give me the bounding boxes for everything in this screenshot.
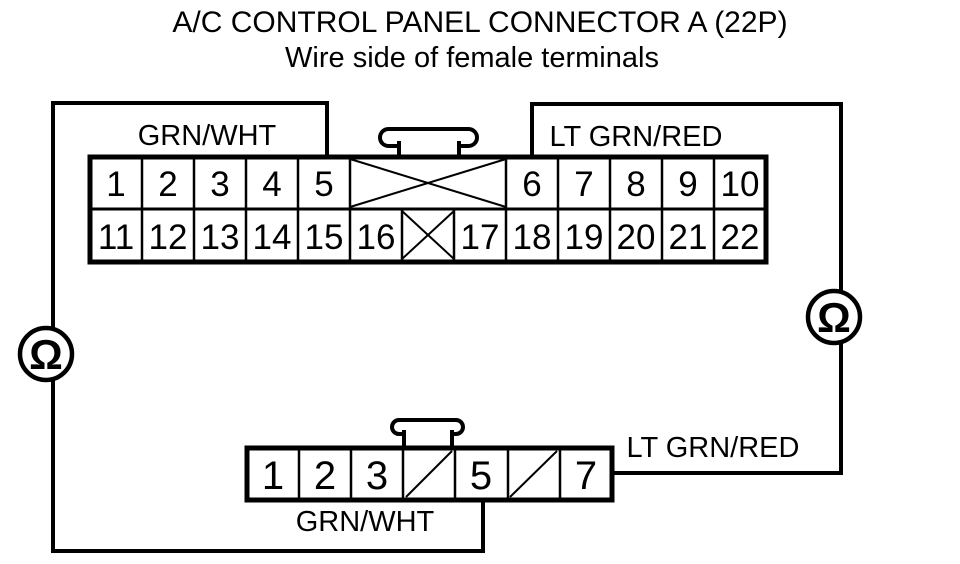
sub-connector-pins: 1 2 3 5 7 [262, 454, 597, 498]
pin-label: 2 [314, 454, 336, 498]
pin-label: 4 [262, 165, 281, 204]
wire-path-lt-grn-red [530, 102, 843, 475]
main-connector-blocked-cell-bottom-icon [401, 210, 455, 260]
sub-connector-7p: 1 2 3 5 7 [244, 418, 615, 503]
pin-label: 15 [305, 218, 344, 257]
sub-connector-slashed-cell-4-icon [405, 450, 453, 498]
pin-label: 13 [201, 218, 240, 257]
pin-label: 5 [470, 454, 492, 498]
ohmmeter-right-icon: Ω [805, 288, 863, 346]
sub-connector-slashed-cell-6-icon [509, 450, 558, 498]
pin-label: 6 [522, 165, 541, 204]
diagram-title: A/C CONTROL PANEL CONNECTOR A (22P) [172, 6, 787, 39]
meter-circle [17, 325, 75, 383]
pin-label: 17 [461, 218, 500, 257]
pin-label: 3 [210, 165, 229, 204]
pin-label: 22 [721, 218, 760, 257]
main-connector-blocked-cell-top-icon [349, 158, 507, 208]
pin-label: 21 [669, 218, 708, 257]
main-connector-bottom-row-pins: 11 12 13 14 15 16 17 18 19 20 21 22 [98, 218, 760, 257]
pin-label: 7 [574, 165, 593, 204]
diagram-subtitle: Wire side of female terminals [285, 42, 659, 74]
pin-label: 14 [253, 218, 292, 257]
pin-label: 9 [678, 165, 697, 204]
pin-label: 19 [565, 218, 604, 257]
pin-label: 3 [366, 454, 388, 498]
pin-label: 1 [106, 165, 125, 204]
wire-label-lt-grn-red-top: LT GRN/RED [550, 121, 723, 153]
tab-bar-opening [401, 139, 457, 155]
sub-connector-key-tab-icon [390, 418, 465, 448]
ohmmeter-left-icon: Ω [17, 325, 75, 383]
pin-label: 20 [617, 218, 656, 257]
pin-label: 18 [513, 218, 552, 257]
tab-bar-opening [406, 428, 450, 444]
pin-label: 8 [626, 165, 645, 204]
main-connector-22p: 1 2 3 4 5 6 7 8 9 10 11 12 13 14 15 16 1… [87, 127, 769, 265]
pin-label: 5 [314, 165, 333, 204]
main-connector-top-row-dividers [140, 157, 716, 209]
pin-label: 7 [575, 454, 597, 498]
test-lead-wire-right [530, 102, 843, 475]
pin-label: 12 [149, 218, 188, 257]
main-connector-top-row-pins: 1 2 3 4 5 6 7 8 9 10 [106, 165, 759, 204]
pin-label: 16 [357, 218, 396, 257]
pin-label: 1 [262, 454, 284, 498]
wire-label-grn-wht-top: GRN/WHT [138, 120, 277, 152]
pin-label: 10 [721, 165, 760, 204]
pin-label: 11 [98, 218, 134, 257]
wire-label-grn-wht-bottom: GRN/WHT [296, 506, 435, 538]
ohm-symbol: Ω [817, 294, 851, 341]
main-connector-bottom-row-dividers [140, 209, 716, 262]
main-connector-key-tab-icon [378, 127, 479, 157]
sub-connector-dividers [297, 448, 562, 500]
wire-label-lt-grn-red-bottom: LT GRN/RED [627, 432, 800, 464]
meter-circle [805, 288, 863, 346]
pin-label: 2 [158, 165, 177, 204]
ohm-symbol: Ω [29, 331, 63, 378]
